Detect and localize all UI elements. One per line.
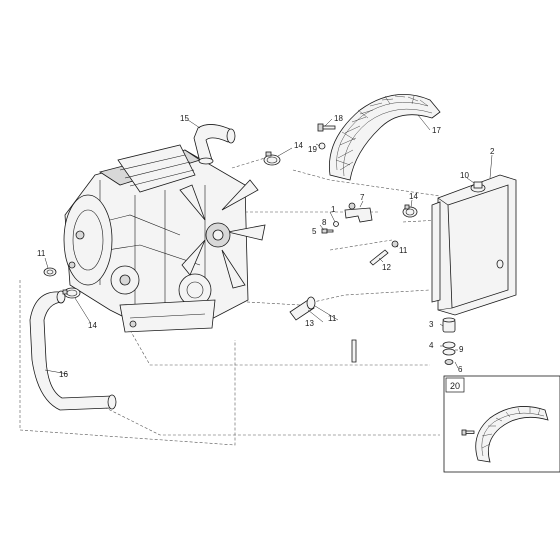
inset-bolt (461, 429, 475, 436)
stud-pin (369, 249, 389, 266)
upper-hose (193, 124, 236, 165)
fan-shroud (328, 94, 441, 181)
callout-1: 1 (331, 205, 336, 214)
callout-14-top: 14 (294, 141, 303, 150)
callout-10: 10 (460, 171, 469, 180)
callout-14-left: 14 (88, 321, 97, 330)
callout-labels: 15 14 18 19 17 2 10 14 7 1 8 5 11 12 13 … (37, 114, 495, 379)
lower-hose (29, 290, 117, 411)
mounting-bracket (321, 202, 399, 248)
callout-9: 9 (459, 345, 464, 354)
callout-3: 3 (429, 320, 434, 329)
callout-12: 12 (382, 263, 391, 272)
hose-clamps-left (43, 267, 81, 299)
hose-clamp-right (402, 204, 418, 218)
leader-lines (44, 114, 493, 375)
callout-6: 6 (458, 365, 463, 374)
engine-assembly (63, 144, 266, 333)
callout-18: 18 (334, 114, 343, 123)
callout-4: 4 (429, 341, 434, 350)
callout-2: 2 (490, 147, 495, 156)
inset-label-box (445, 377, 465, 393)
callout-11-mid: 11 (399, 246, 408, 255)
cooling-fan (179, 179, 266, 289)
callout-5: 5 (312, 227, 317, 236)
radiator-mount (442, 317, 456, 365)
bolt-and-washer (317, 123, 336, 150)
callout-11-lower: 11 (328, 314, 337, 323)
inset-label: 20 (450, 381, 460, 391)
callout-15: 15 (180, 114, 189, 123)
callout-7: 7 (360, 193, 365, 202)
hose-clamp-top (263, 151, 281, 166)
callout-14-right: 14 (409, 192, 418, 201)
callout-13: 13 (305, 319, 314, 328)
detail-inset: 20 (443, 375, 560, 473)
callout-11-left: 11 (37, 249, 46, 258)
callout-17: 17 (432, 126, 441, 135)
inset-shroud (475, 406, 549, 463)
radiator (431, 174, 517, 316)
callout-8: 8 (322, 218, 327, 227)
bypass-hose (289, 296, 357, 363)
callout-16: 16 (59, 370, 68, 379)
callout-19: 19 (308, 145, 317, 154)
